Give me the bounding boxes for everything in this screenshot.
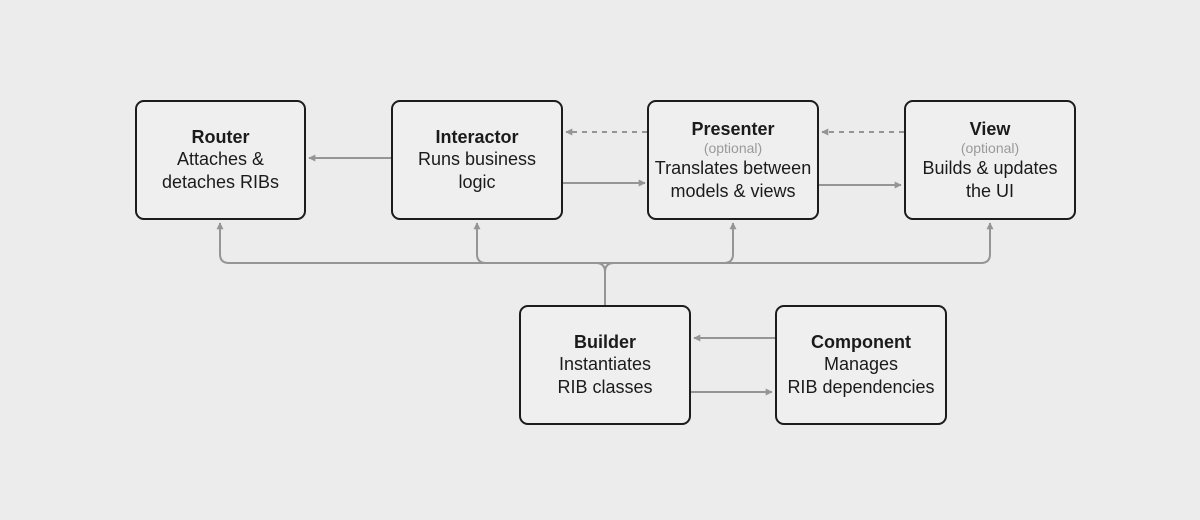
- builder-title: Builder: [573, 332, 636, 352]
- component-description: Manages RIB dependencies: [787, 354, 935, 397]
- edge-builder-trunk: [595, 262, 615, 305]
- router-description: Attaches & detaches RIBs: [161, 149, 280, 192]
- presenter-optional-note: (optional): [703, 139, 763, 156]
- view-node: View (optional) Builds & updates the UI: [904, 100, 1076, 220]
- view-description: Builds & updates the UI: [922, 157, 1058, 201]
- edge-builder-to-view: [980, 222, 994, 264]
- edge-builder-to-router: [216, 222, 230, 264]
- interactor-description: Runs business logic: [417, 149, 537, 192]
- interactor-node: Interactor Runs business logic: [391, 100, 563, 220]
- router-title: Router: [191, 127, 250, 147]
- view-title: View: [969, 118, 1011, 139]
- interactor-title: Interactor: [435, 127, 519, 147]
- builder-description: Instantiates RIB classes: [557, 354, 653, 397]
- builder-node: Builder Instantiates RIB classes: [519, 305, 691, 425]
- component-title: Component: [811, 332, 911, 352]
- presenter-title: Presenter: [691, 118, 775, 139]
- edge-builder-to-presenter: [723, 222, 737, 264]
- presenter-description: Translates between models & views: [654, 157, 812, 201]
- presenter-node: Presenter (optional) Translates between …: [647, 100, 819, 220]
- view-optional-note: (optional): [960, 139, 1020, 156]
- edge-builder-to-interactor: [473, 222, 487, 264]
- router-node: Router Attaches & detaches RIBs: [135, 100, 306, 220]
- component-node: Component Manages RIB dependencies: [775, 305, 947, 425]
